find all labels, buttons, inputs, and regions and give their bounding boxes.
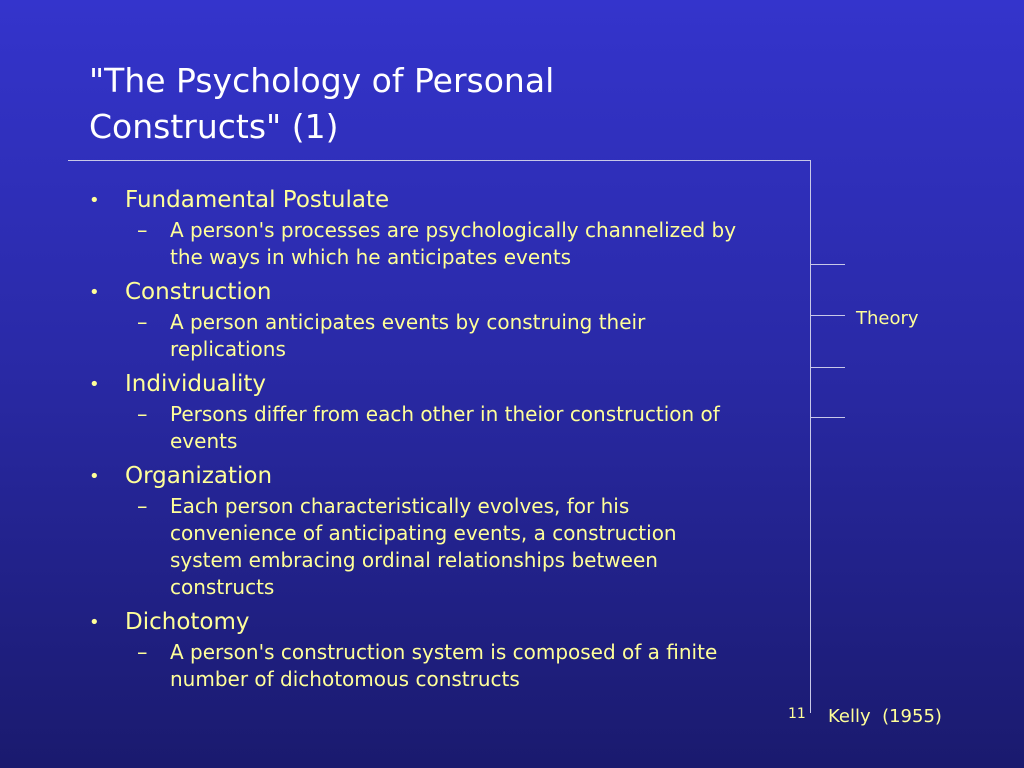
sub-bullet-line: the ways in which he anticipates events bbox=[170, 245, 572, 269]
bullet-item-fundamental-postulate: • Fundamental Postulate – A person's pro… bbox=[86, 183, 806, 271]
sub-bullet-line: A person anticipates events by construin… bbox=[170, 310, 646, 334]
side-bracket-tick bbox=[811, 315, 845, 316]
bullet-item-label: Construction bbox=[125, 279, 272, 305]
title-underline-rule bbox=[68, 160, 810, 161]
side-bracket-tick bbox=[811, 417, 845, 418]
bullet-item-construction: • Construction – A person anticipates ev… bbox=[86, 275, 806, 363]
bullet-item-dichotomy: • Dichotomy – A person's construction sy… bbox=[86, 605, 806, 693]
sub-bullet-item: – A person's construction system is comp… bbox=[125, 639, 806, 693]
sub-bullet-item: – Persons differ from each other in thei… bbox=[125, 401, 806, 455]
slide-title-line: Constructs" (1) bbox=[89, 107, 339, 146]
sub-bullet-item: – A person anticipates events by constru… bbox=[125, 309, 806, 363]
side-bracket-tick bbox=[811, 367, 845, 368]
sub-bullet-marker: – bbox=[137, 218, 148, 242]
side-bracket-vertical-rule bbox=[810, 160, 811, 713]
sub-bullet-line: A person's construction system is compos… bbox=[170, 640, 718, 664]
sub-bullet-line: replications bbox=[170, 337, 286, 361]
sub-bullet-line: number of dichotomous constructs bbox=[170, 667, 520, 691]
sub-bullet-line: system embracing ordinal relationships b… bbox=[170, 548, 658, 572]
bullet-list: • Fundamental Postulate – A person's pro… bbox=[86, 183, 806, 697]
bullet-item-label: Individuality bbox=[125, 371, 267, 397]
sub-bullet-marker: – bbox=[137, 402, 148, 426]
bullet-item-label: Dichotomy bbox=[125, 609, 250, 635]
bullet-marker: • bbox=[89, 612, 100, 633]
sub-bullet-line: A person's processes are psychologically… bbox=[170, 218, 737, 242]
slide-title: "The Psychology of Personal Constructs" … bbox=[89, 58, 789, 150]
sub-bullet-line: Persons differ from each other in theior… bbox=[170, 402, 720, 426]
bullet-item-organization: • Organization – Each person characteris… bbox=[86, 459, 806, 601]
theory-side-label: Theory bbox=[856, 308, 919, 329]
slide-title-line: "The Psychology of Personal bbox=[89, 61, 555, 100]
bullet-item-label: Organization bbox=[125, 463, 273, 489]
sub-bullet-line: events bbox=[170, 429, 238, 453]
sub-bullet-line: convenience of anticipating events, a co… bbox=[170, 521, 677, 545]
bullet-marker: • bbox=[89, 466, 100, 487]
sub-bullet-line: Each person characteristically evolves, … bbox=[170, 494, 630, 518]
sub-bullet-marker: – bbox=[137, 640, 148, 664]
bullet-marker: • bbox=[89, 374, 100, 395]
bullet-item-label: Fundamental Postulate bbox=[125, 187, 390, 213]
bullet-item-individuality: • Individuality – Persons differ from ea… bbox=[86, 367, 806, 455]
sub-bullet-item: – Each person characteristically evolves… bbox=[125, 493, 806, 601]
citation-label: Kelly (1955) bbox=[828, 706, 942, 727]
page-number: 11 bbox=[788, 706, 806, 722]
sub-bullet-line: constructs bbox=[170, 575, 275, 599]
bullet-marker: • bbox=[89, 190, 100, 211]
sub-bullet-item: – A person's processes are psychological… bbox=[125, 217, 806, 271]
sub-bullet-marker: – bbox=[137, 494, 148, 518]
sub-bullet-marker: – bbox=[137, 310, 148, 334]
bullet-marker: • bbox=[89, 282, 100, 303]
side-bracket-tick bbox=[811, 264, 845, 265]
